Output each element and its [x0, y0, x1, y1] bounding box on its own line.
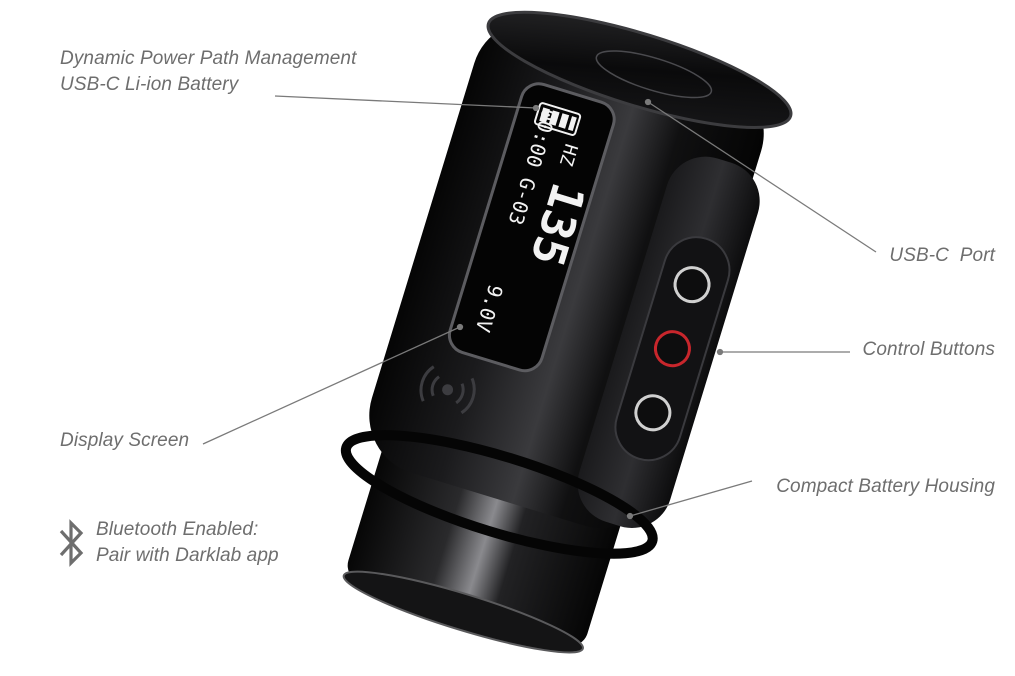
- base-bottom-rim: [342, 570, 584, 654]
- display-screen: 135 HZ G-03 00:00 9.0V: [447, 82, 616, 373]
- battery-level-icon: [534, 102, 582, 136]
- callout-control-buttons: Control Buttons: [862, 339, 995, 360]
- wireless-charging-icon: [419, 365, 476, 415]
- bluetooth-icon: [59, 519, 84, 567]
- leader-battery-housing: [629, 480, 753, 517]
- callout-usbc-port: USB-C Port: [889, 245, 995, 266]
- bluetooth-note-line1: Bluetooth Enabled:: [96, 519, 259, 540]
- battery-device: 135 HZ G-03 00:00 9.0V: [340, 10, 793, 654]
- leader-lines: [202, 95, 877, 520]
- up-button[interactable]: [671, 263, 713, 305]
- callout-battery-housing: Compact Battery Housing: [776, 476, 995, 497]
- leader-usbc-port: [647, 101, 877, 253]
- power-button[interactable]: [651, 327, 693, 369]
- callout-power-path: Dynamic Power Path Management USB-C Li-i…: [60, 46, 356, 98]
- bluetooth-note-line2: Pair with Darklab app: [96, 545, 279, 566]
- top-cap-logo: [595, 50, 713, 99]
- leader-power-path: [274, 95, 537, 109]
- down-button[interactable]: [632, 392, 674, 434]
- bluetooth-note-text: Bluetooth Enabled: Pair with Darklab app: [96, 517, 279, 569]
- callout-power-path-line1: Dynamic Power Path Management: [60, 48, 357, 69]
- leader-display-screen: [202, 326, 461, 445]
- callout-power-path-line2: USB-C Li-ion Battery: [60, 74, 239, 95]
- device-top-cap: [486, 10, 793, 129]
- o-ring: [340, 430, 658, 559]
- callout-display-screen: Display Screen: [60, 430, 190, 451]
